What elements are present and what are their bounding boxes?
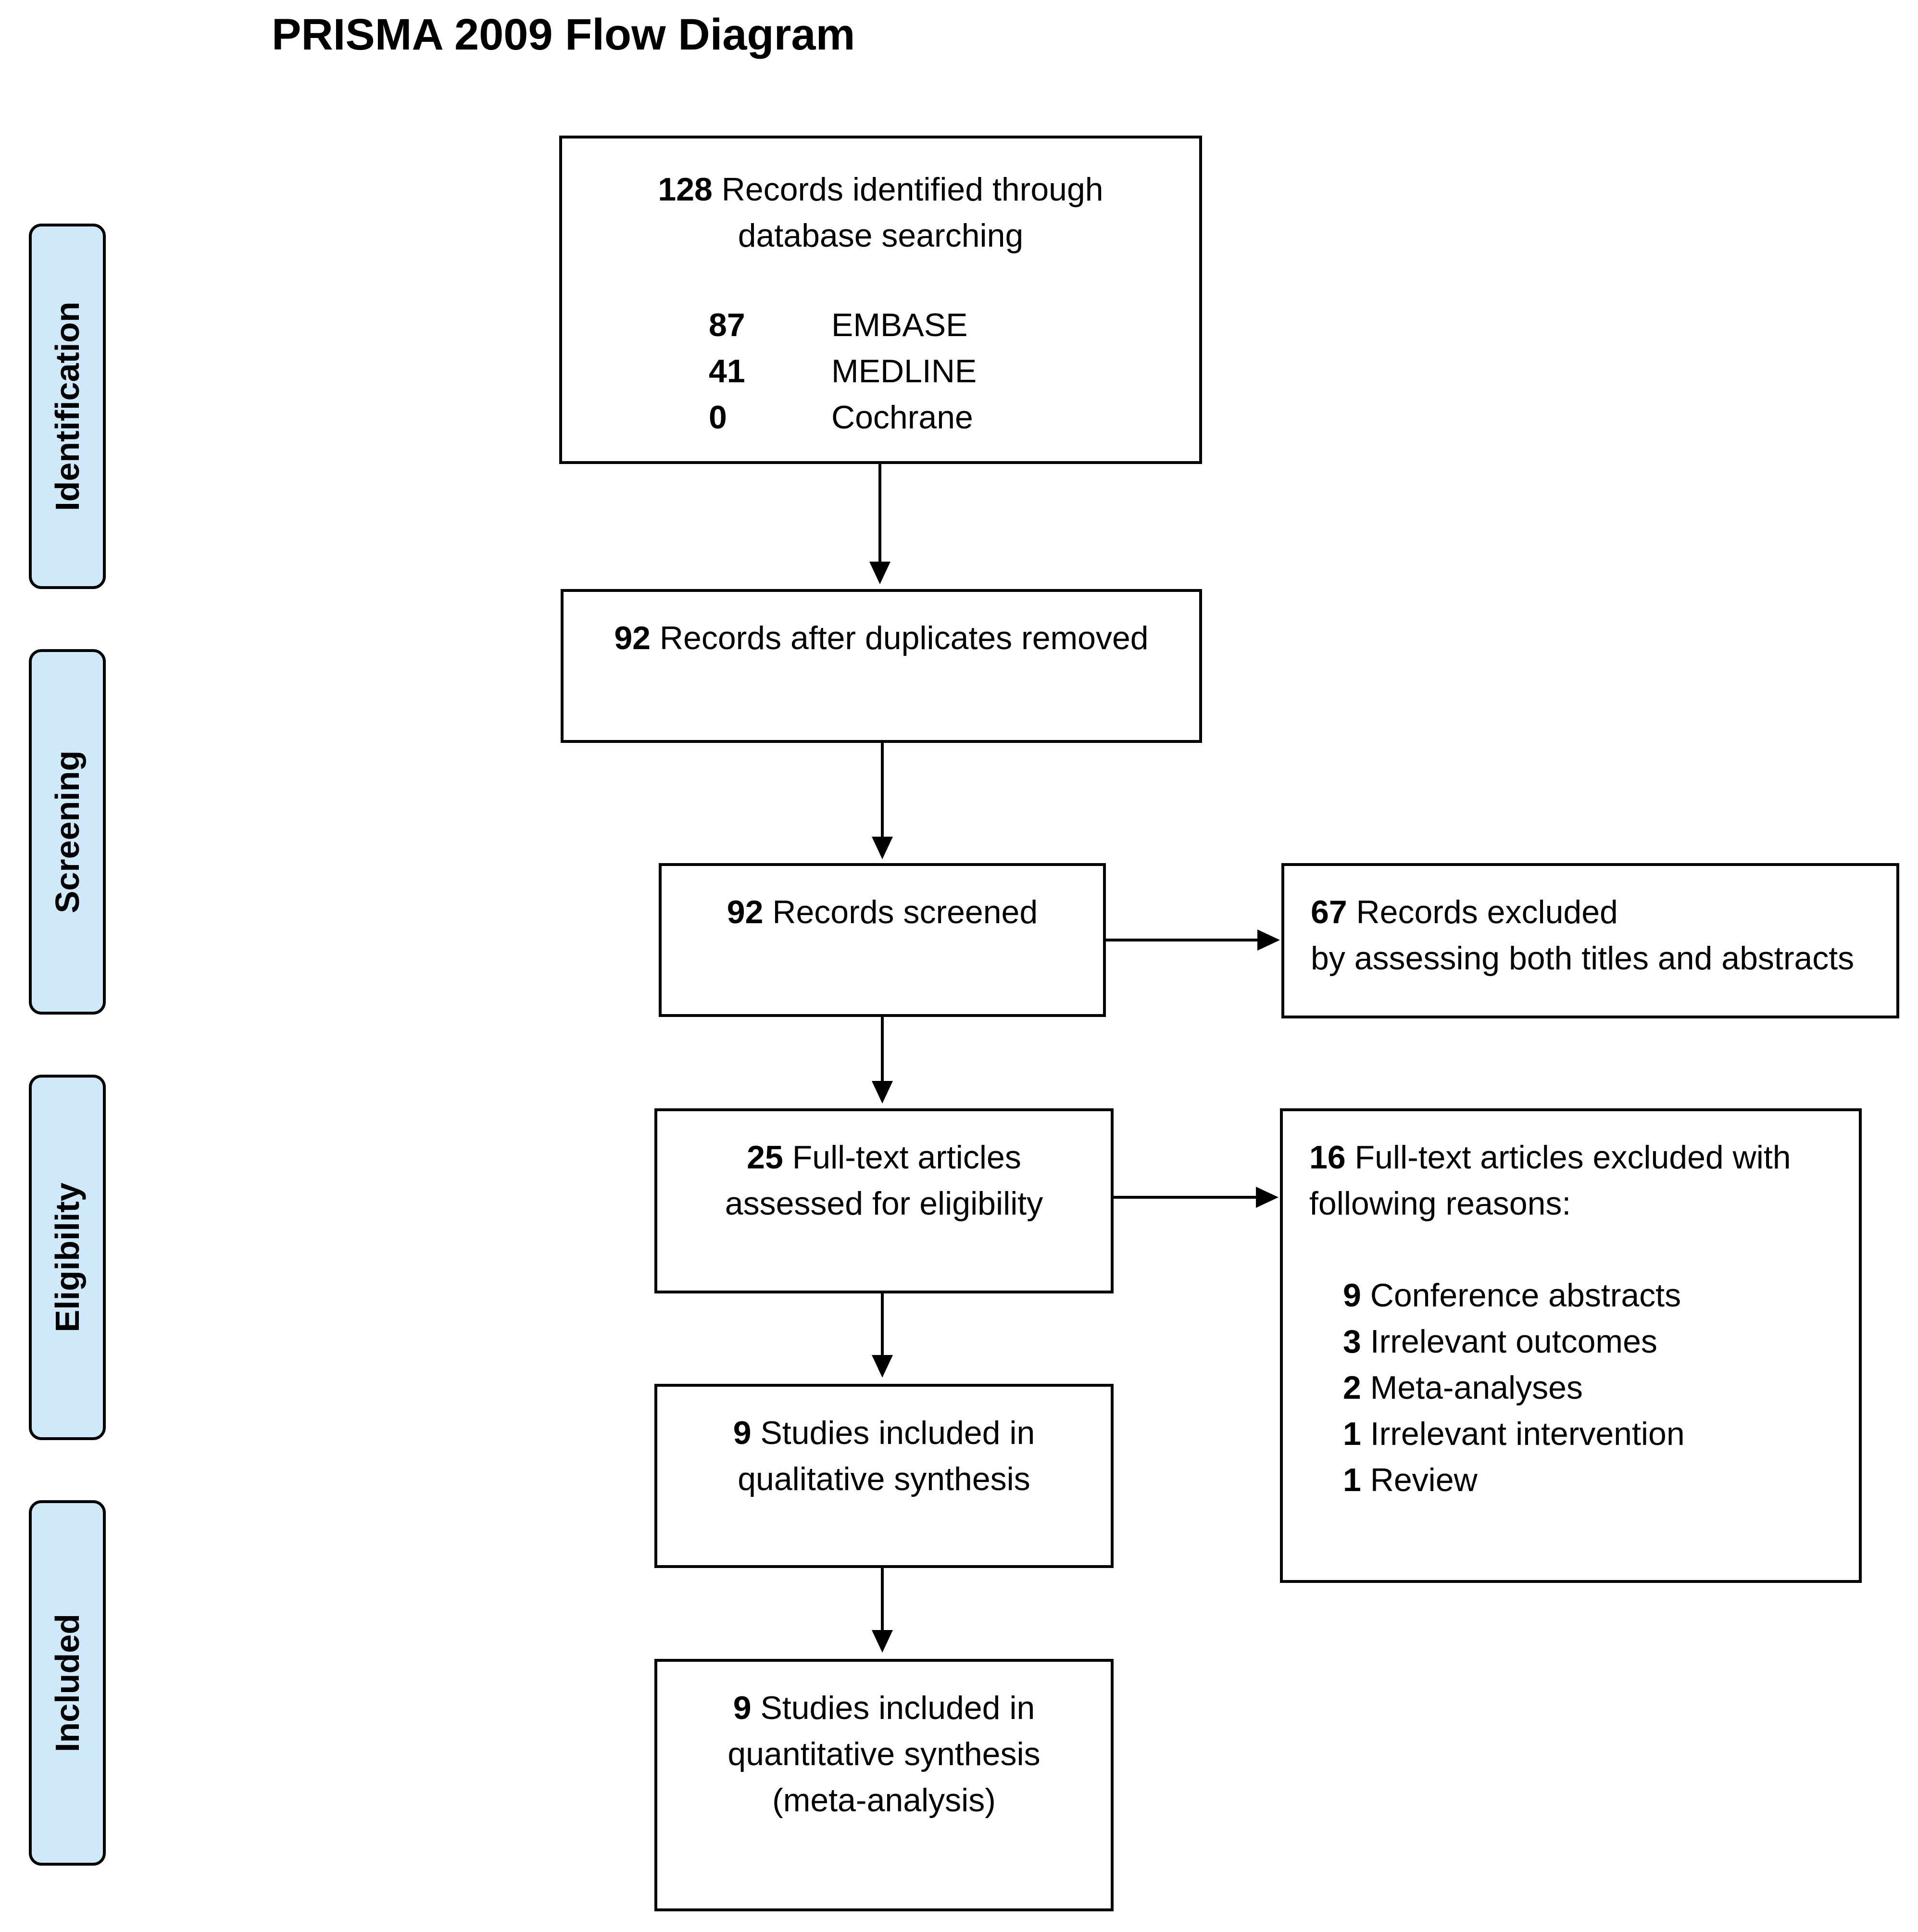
screened-label: Records screened — [772, 894, 1038, 930]
excluded-fulltext-box: 16 Full-text articles excluded with foll… — [1280, 1108, 1862, 1583]
excluded-screen-box: 67 Records excluded by assessing both ti… — [1281, 863, 1899, 1018]
source-count-embase: 87 — [709, 307, 745, 343]
identified-line2: database searching — [738, 217, 1024, 254]
reason-count: 2 — [1343, 1369, 1361, 1406]
arrowhead-quantitative — [872, 1630, 893, 1653]
reason-item: 2 Meta-analyses — [1343, 1365, 1583, 1411]
phase-eligibility-label: Eligibility — [49, 1182, 86, 1332]
phase-eligibility: Eligibility — [29, 1075, 106, 1440]
excluded-screen-count: 67 — [1311, 894, 1347, 930]
phase-included: Included — [29, 1500, 106, 1866]
arrowhead-excluded-screen — [1257, 929, 1280, 951]
reason-item: 1 Irrelevant intervention — [1343, 1411, 1685, 1457]
excluded-screen-line1: Records excluded — [1356, 894, 1618, 930]
screened-count: 92 — [727, 894, 764, 930]
fulltext-line2: assessed for eligibility — [725, 1185, 1043, 1222]
quantitative-line1: Studies included in — [760, 1690, 1035, 1726]
quantitative-line2: quantitative synthesis — [727, 1736, 1040, 1772]
source-name-embase: EMBASE — [831, 307, 968, 343]
phase-screening-label: Screening — [49, 750, 86, 914]
quantitative-box: 9 Studies included in quantitative synth… — [654, 1659, 1114, 1911]
identified-count: 128 — [658, 171, 713, 208]
quantitative-line3: (meta-analysis) — [772, 1782, 996, 1819]
dedup-box: 92 Records after duplicates removed — [561, 589, 1202, 743]
source-count-cochrane: 0 — [709, 399, 727, 436]
reason-label: Irrelevant outcomes — [1370, 1323, 1657, 1360]
reason-count: 1 — [1343, 1416, 1361, 1452]
reason-label: Irrelevant intervention — [1370, 1416, 1685, 1452]
screened-box: 92 Records screened — [659, 863, 1106, 1017]
reason-item: 3 Irrelevant outcomes — [1343, 1318, 1657, 1365]
arrowhead-screened — [872, 837, 893, 859]
dedup-count: 92 — [614, 620, 651, 656]
arrowhead-excluded-fulltext — [1256, 1187, 1279, 1208]
phase-identification-label: Identification — [49, 301, 86, 511]
phase-identification: Identification — [29, 224, 106, 589]
qualitative-count: 9 — [733, 1415, 752, 1451]
arrowhead-fulltext — [872, 1081, 893, 1104]
excluded-fulltext-line1: Full-text articles excluded with — [1354, 1139, 1791, 1176]
quantitative-count: 9 — [733, 1690, 752, 1726]
reason-label: Meta-analyses — [1370, 1369, 1583, 1406]
qualitative-line2: qualitative synthesis — [738, 1461, 1030, 1497]
qualitative-box: 9 Studies included in qualitative synthe… — [654, 1384, 1114, 1568]
source-name-medline: MEDLINE — [831, 353, 977, 389]
diagram-title: PRISMA 2009 Flow Diagram — [272, 10, 855, 59]
reason-item: 1 Review — [1343, 1457, 1478, 1503]
source-count-medline: 41 — [709, 353, 745, 389]
reason-label: Review — [1370, 1462, 1478, 1498]
fulltext-count: 25 — [747, 1139, 783, 1176]
reason-label: Conference abstracts — [1370, 1277, 1681, 1314]
reason-item: 9 Conference abstracts — [1343, 1272, 1681, 1318]
arrowhead-dedup — [869, 562, 890, 584]
reason-count: 3 — [1343, 1323, 1361, 1360]
reason-count: 1 — [1343, 1462, 1361, 1498]
excluded-fulltext-line2: following reasons: — [1309, 1185, 1571, 1222]
excluded-screen-line2: by assessing both titles and abstracts — [1311, 940, 1855, 977]
excluded-fulltext-count: 16 — [1309, 1139, 1346, 1176]
reason-count: 9 — [1343, 1277, 1361, 1314]
fulltext-line1: Full-text articles — [792, 1139, 1021, 1176]
identified-line1: Records identified through — [721, 171, 1103, 208]
dedup-label: Records after duplicates removed — [659, 620, 1149, 656]
phase-included-label: Included — [49, 1614, 86, 1752]
fulltext-box: 25 Full-text articles assessed for eligi… — [654, 1108, 1114, 1293]
arrowhead-qualitative — [872, 1355, 893, 1378]
qualitative-line1: Studies included in — [760, 1415, 1035, 1451]
source-name-cochrane: Cochrane — [831, 399, 973, 436]
phase-screening: Screening — [29, 649, 106, 1015]
identified-box: 128 Records identified through database … — [559, 136, 1202, 464]
